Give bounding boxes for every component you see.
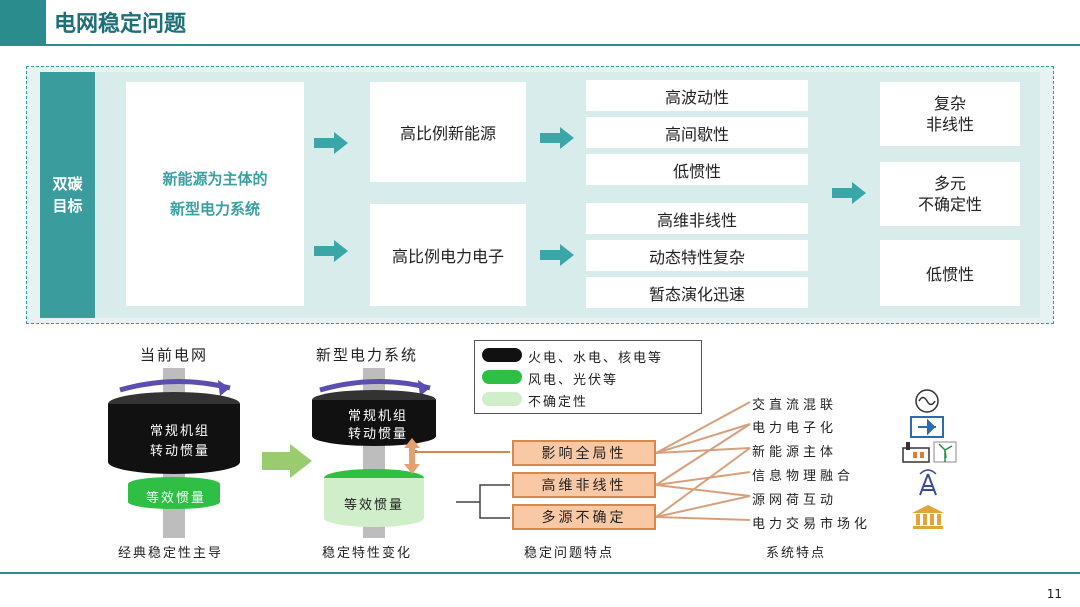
feature-item: 低惯性 — [586, 154, 808, 185]
problem-connectors — [415, 450, 510, 519]
dual-carbon-tag: 双碳目标 — [40, 72, 95, 318]
left-bottom-label: 等效惯量 — [146, 491, 207, 506]
problem-nonlinear: 高维非线性 — [512, 472, 656, 498]
feature-item: 高维非线性 — [586, 203, 808, 234]
footer-rule — [0, 572, 1080, 574]
arrow-right-icon — [540, 244, 574, 266]
legend-item: 风电、光伏等 — [528, 373, 619, 388]
result-uncertainty: 多元不确定性 — [880, 162, 1020, 226]
power-electronics-icon — [910, 416, 944, 438]
feature-item: 高间歇性 — [586, 117, 808, 148]
arrow-right-icon — [314, 240, 348, 262]
page-number: 11 — [1046, 587, 1062, 601]
problems-caption: 稳定问题特点 — [524, 546, 615, 561]
arrow-right-icon — [262, 444, 312, 478]
high-power-electronics-box: 高比例电力电子 — [370, 204, 526, 306]
system-feature: 电力交易市场化 — [752, 517, 872, 532]
system-feature: 新能源主体 — [752, 445, 838, 460]
system-caption: 系统特点 — [766, 546, 827, 561]
current-grid-title: 当前电网 — [140, 346, 209, 364]
core-system-box: 新能源为主体的 新型电力系统 — [126, 82, 304, 306]
right-top-label: 常规机组转动惯量 — [347, 409, 408, 442]
system-feature: 电力电子化 — [752, 421, 838, 436]
arrow-right-icon — [314, 132, 348, 154]
header-rule — [46, 44, 1080, 46]
factory-wind-icon — [902, 441, 957, 463]
page-title: 电网稳定问题 — [54, 12, 187, 37]
legend-item: 不确定性 — [528, 395, 589, 410]
legend-swatches — [482, 348, 522, 406]
problem-global: 影响全局性 — [512, 440, 656, 466]
system-feature: 交直流混联 — [752, 398, 838, 413]
result-low-inertia: 低惯性 — [880, 240, 1020, 306]
result-nonlinear: 复杂非线性 — [880, 82, 1020, 146]
current-grid-flywheel — [108, 368, 240, 538]
feature-fan-lines — [656, 401, 751, 521]
header-accent-bar — [0, 0, 46, 46]
arrow-right-icon — [832, 182, 866, 204]
arrow-right-icon — [540, 127, 574, 149]
signal-tower-icon — [919, 469, 937, 496]
problem-uncertain: 多源不确定 — [512, 504, 656, 530]
new-system-flywheel — [312, 368, 436, 538]
feature-item: 动态特性复杂 — [586, 240, 808, 271]
ac-dc-icon — [915, 389, 939, 413]
new-system-title: 新型电力系统 — [316, 346, 419, 364]
right-bottom-label: 等效惯量 — [344, 498, 405, 513]
legend-item: 火电、水电、核电等 — [528, 351, 664, 366]
left-top-label: 常规机组转动惯量 — [149, 424, 210, 459]
right-caption: 稳定特性变化 — [322, 546, 413, 561]
system-feature: 源网荷互动 — [752, 493, 838, 508]
feature-item: 高波动性 — [586, 80, 808, 111]
high-renewable-box: 高比例新能源 — [370, 82, 526, 182]
market-building-icon — [912, 505, 944, 529]
left-caption: 经典稳定性主导 — [118, 546, 224, 561]
feature-item: 暂态演化迅速 — [586, 277, 808, 308]
system-feature: 信息物理融合 — [752, 469, 855, 484]
